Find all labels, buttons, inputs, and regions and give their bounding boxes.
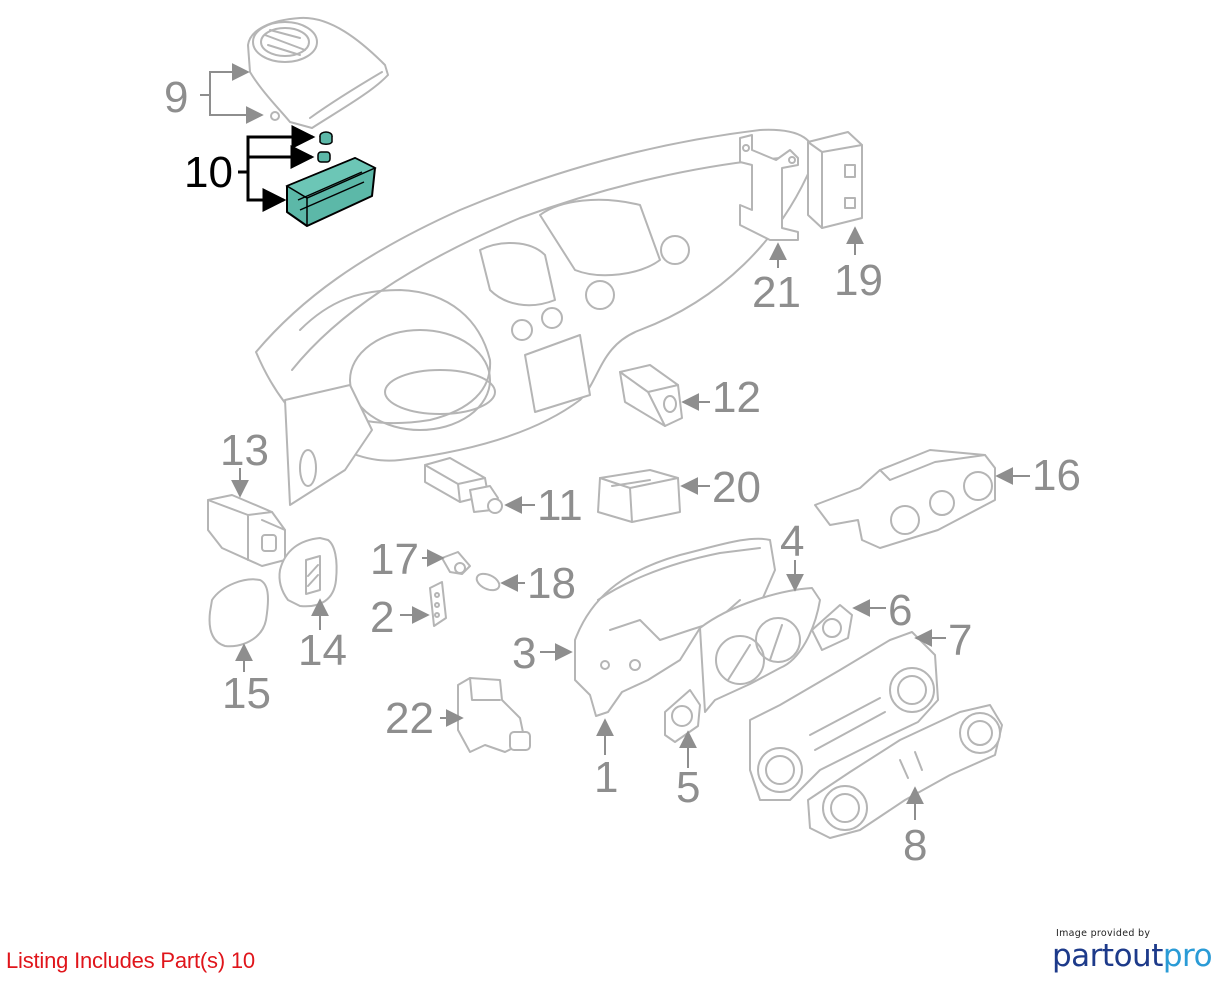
callout-labels: 9 10 21 19 12 13 16 20 11 4 17 18 2 6 7 … [164,73,1081,870]
part-22 [457,677,531,753]
callout-3: 3 [512,629,536,678]
part-2 [429,581,447,627]
provider-caption: Image provided by [1056,928,1151,939]
callout-21: 21 [752,268,801,317]
dashboard-outline [255,128,815,506]
callout-17: 17 [370,535,419,584]
callout-16: 16 [1032,451,1081,500]
part-21 [739,134,799,241]
part-17 [441,551,471,575]
callout-8: 8 [903,821,927,870]
part-8 [807,704,1003,839]
leader-lines [200,63,1030,820]
callout-4: 4 [780,517,804,566]
part-12 [619,364,683,427]
callout-15: 15 [222,669,271,718]
callout-20: 20 [712,463,761,512]
part-5 [664,689,701,743]
callout-19: 19 [834,256,883,305]
partoutpro-logo: partoutpro [1052,938,1213,974]
logo-pro-text: pro [1162,938,1213,974]
callout-18: 18 [527,559,576,608]
callout-12: 12 [712,373,761,422]
listing-note: Listing Includes Part(s) 10 [6,948,255,973]
part-19 [807,131,863,229]
part-20 [597,469,681,523]
callout-1: 1 [594,753,618,802]
part-13 [207,494,286,567]
part-7 [749,631,939,801]
callout-11: 11 [537,481,583,530]
part-15 [208,578,269,648]
part-10-highlighted [285,131,377,227]
callout-14: 14 [298,626,347,675]
callout-22: 22 [385,694,434,743]
part-3 [574,537,776,717]
part-14 [278,537,338,608]
part-9 [247,16,389,129]
logo-part-text: part [1052,938,1114,974]
callout-13: 13 [220,426,269,475]
callout-7: 7 [948,616,972,665]
logo-out-text: out [1113,938,1164,974]
callout-5: 5 [676,763,700,812]
callout-2: 2 [370,593,394,642]
callout-6: 6 [888,586,912,635]
part-18 [475,572,501,592]
part-11 [424,457,503,514]
callout-9: 9 [164,73,188,122]
part-6 [811,604,853,651]
part-4 [699,587,821,713]
provider-badge: Image provided by partoutpro [1052,928,1213,974]
callout-10: 10 [184,148,233,197]
part-16 [814,449,996,549]
